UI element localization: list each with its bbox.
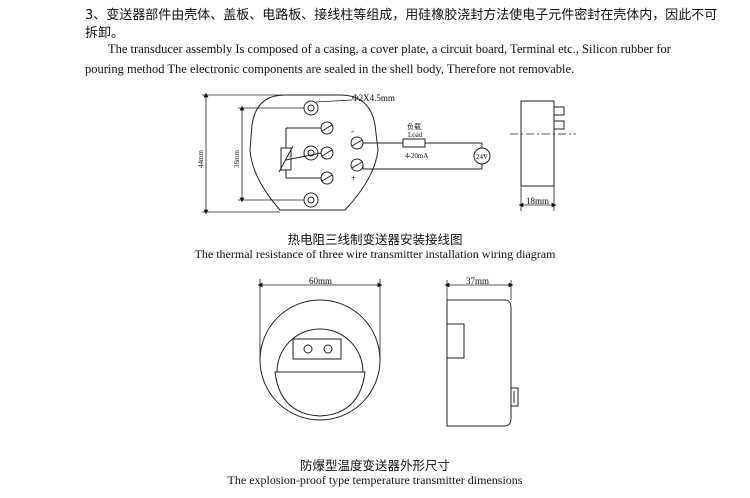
terminal-1 — [320, 121, 334, 135]
side-width-label: 18mm — [526, 196, 549, 206]
inner-height-label: 36mm — [233, 150, 241, 168]
inner-housing-ring — [276, 328, 364, 373]
terminal-block — [292, 338, 342, 360]
hole-leader-line — [315, 99, 353, 103]
bottom-cutout — [274, 371, 366, 417]
intro-english-line-1: The transducer assembly Is composed of a… — [108, 42, 671, 56]
terminal-2 — [320, 146, 334, 160]
explosion-proof-front-view — [257, 279, 383, 421]
intro-english-line-2: pouring method The electronic components… — [85, 62, 575, 76]
load-en-label: Load — [408, 131, 423, 139]
outer-housing-circle — [259, 299, 381, 421]
mounting-hole-top — [303, 100, 319, 116]
height-dimension-outer — [202, 92, 282, 215]
side-depth-label: 37mm — [466, 276, 489, 286]
dimension-caption-english: The explosion-proof type temperature tra… — [227, 473, 523, 487]
mounting-hole-bottom — [303, 192, 319, 208]
side-depth-dimension — [444, 280, 514, 300]
intro-chinese-line-1: 3、变送器部件由壳体、盖板、电路板、接线柱等组成，用硅橡胶浇封方法使电子元件密封… — [85, 8, 718, 23]
terminal-minus-label: - — [351, 126, 354, 136]
front-width-label: 60mm — [309, 276, 332, 286]
supply-voltage-label: 24V — [476, 153, 488, 161]
center-hole — [303, 145, 319, 161]
outer-height-label: 44mm — [197, 150, 205, 168]
rtd-sensor-symbol — [278, 127, 322, 179]
transmitter-body-outline — [249, 94, 379, 211]
load-cn-label: 负载 — [407, 122, 421, 131]
terminal-plus — [350, 158, 364, 172]
wiring-caption-english: The thermal resistance of three wire tra… — [194, 247, 556, 261]
terminal-3 — [320, 171, 334, 185]
terminal-minus — [350, 136, 364, 150]
dimension-caption-chinese: 防爆型温度变送器外形尺寸 — [299, 458, 450, 473]
terminal-plus-label: + — [351, 173, 356, 183]
load-circuit — [362, 138, 491, 170]
front-width-dimension — [257, 279, 383, 360]
wiring-side-view — [510, 100, 576, 211]
wiring-caption-chinese: 热电阻三线制变送器安装接线图 — [287, 232, 463, 247]
side-body — [520, 100, 555, 187]
wiring-front-view — [202, 92, 491, 215]
intro-chinese-line-2: 拆卸。 — [85, 26, 125, 41]
height-dimension-inner — [238, 105, 304, 203]
side-housing — [446, 299, 512, 427]
explosion-proof-side-view — [444, 280, 519, 427]
current-range-label: 4-20mA — [405, 152, 428, 160]
hole-spec-label: Φ2X4.5mm — [352, 93, 395, 103]
side-width-dimension — [518, 186, 557, 211]
